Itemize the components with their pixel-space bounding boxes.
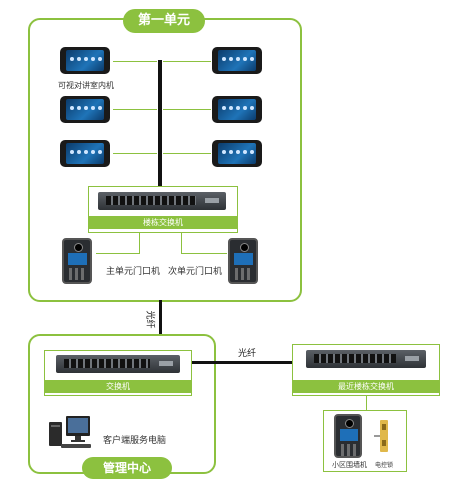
indoor-monitor — [212, 96, 262, 123]
remote-connector — [366, 396, 367, 410]
server-pc-label: 客户端服务电脑 — [103, 436, 167, 446]
wall-unit-station — [334, 414, 362, 458]
building-switch — [98, 192, 226, 210]
unit-backbone-cable — [158, 60, 162, 186]
door-connector — [139, 233, 140, 253]
indoor-monitor — [60, 96, 110, 123]
indoor-monitor — [212, 47, 262, 74]
vertical-fiber-cable — [159, 300, 162, 350]
electric-lock-label: 电控锁 — [375, 462, 394, 469]
wall-unit-label: 小区围墙机 — [332, 461, 367, 469]
door-connector — [96, 253, 140, 254]
unit-panel-title: 第一单元 — [123, 9, 205, 33]
monitor-connector — [113, 61, 157, 62]
indoor-monitor — [60, 47, 110, 74]
monitor-connector — [113, 153, 157, 154]
remote-switch — [306, 350, 426, 368]
monitor-connector — [163, 109, 211, 110]
monitor-connector — [163, 61, 211, 62]
monitor-connector — [163, 153, 211, 154]
main-door-station — [62, 238, 92, 284]
building-switch-label: 楼栋交换机 — [89, 216, 237, 229]
horizontal-fiber-label: 光纤 — [238, 349, 257, 359]
horizontal-fiber-cable — [192, 361, 293, 364]
remote-switch-label: 最近楼栋交换机 — [293, 380, 439, 393]
center-panel-title: 管理中心 — [82, 457, 172, 479]
indoor-monitor-label: 可视对讲室内机 — [58, 81, 114, 90]
door-connector — [181, 233, 182, 253]
electric-lock-icon — [372, 418, 396, 454]
monitor-connector — [113, 109, 157, 110]
indoor-monitor — [60, 140, 110, 167]
main-door-label: 主单元门口机 — [106, 267, 161, 277]
center-switch-label: 交换机 — [45, 380, 191, 393]
sub-door-label: 次单元门口机 — [168, 267, 223, 277]
door-connector — [181, 253, 227, 254]
vertical-fiber-label: 光纤 — [144, 310, 155, 329]
server-pc-icon — [46, 414, 96, 450]
sub-door-station — [228, 238, 258, 284]
center-switch — [56, 355, 180, 373]
indoor-monitor — [212, 140, 262, 167]
